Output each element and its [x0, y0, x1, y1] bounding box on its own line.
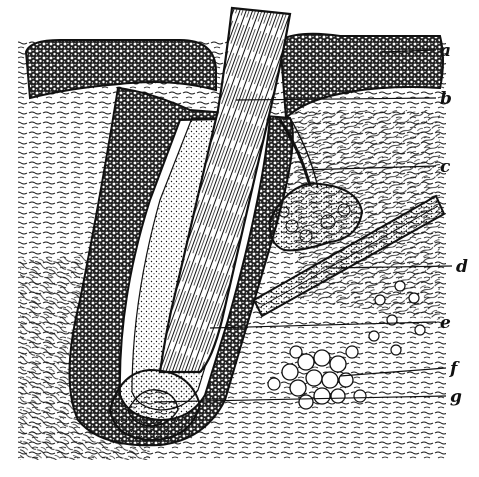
label-g: g [450, 387, 462, 407]
label-e: e [440, 313, 451, 333]
label-f: f [449, 359, 460, 379]
label-a: a [440, 41, 451, 61]
label-c: c [440, 157, 451, 177]
label-b: b [440, 89, 452, 109]
label-d: d [456, 257, 468, 277]
